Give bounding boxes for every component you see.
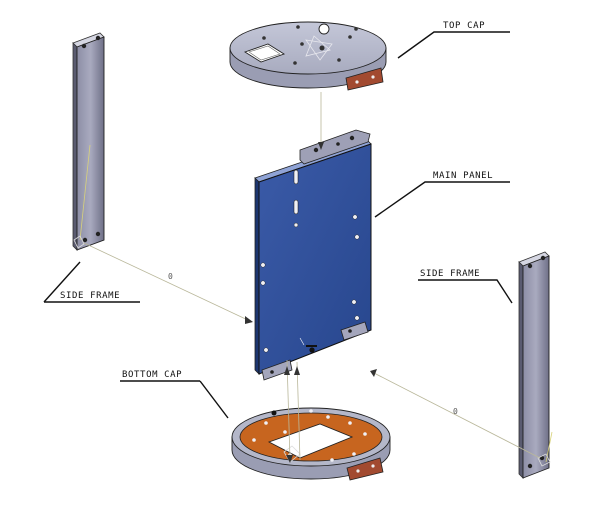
left-offset-value: 0: [168, 272, 173, 281]
right-offset-value: 0: [453, 407, 458, 416]
arrowheads: [245, 142, 377, 463]
top-cap: [229, 21, 387, 91]
leader-lines: [43, 31, 513, 419]
side-frame-right: [518, 251, 553, 479]
main-panel: [254, 129, 372, 381]
side-frame-right-label: SIDE FRAME: [420, 269, 480, 279]
bottom-cap: [231, 407, 391, 481]
constraint-lines: [83, 92, 541, 461]
side-frame-left-label: SIDE FRAME: [60, 291, 120, 301]
bottom-cap-label: BOTTOM CAP: [122, 370, 182, 380]
side-frame-left: [72, 32, 105, 251]
main-panel-label: MAIN PANEL: [433, 171, 493, 181]
top-cap-label: TOP CAP: [443, 21, 485, 31]
